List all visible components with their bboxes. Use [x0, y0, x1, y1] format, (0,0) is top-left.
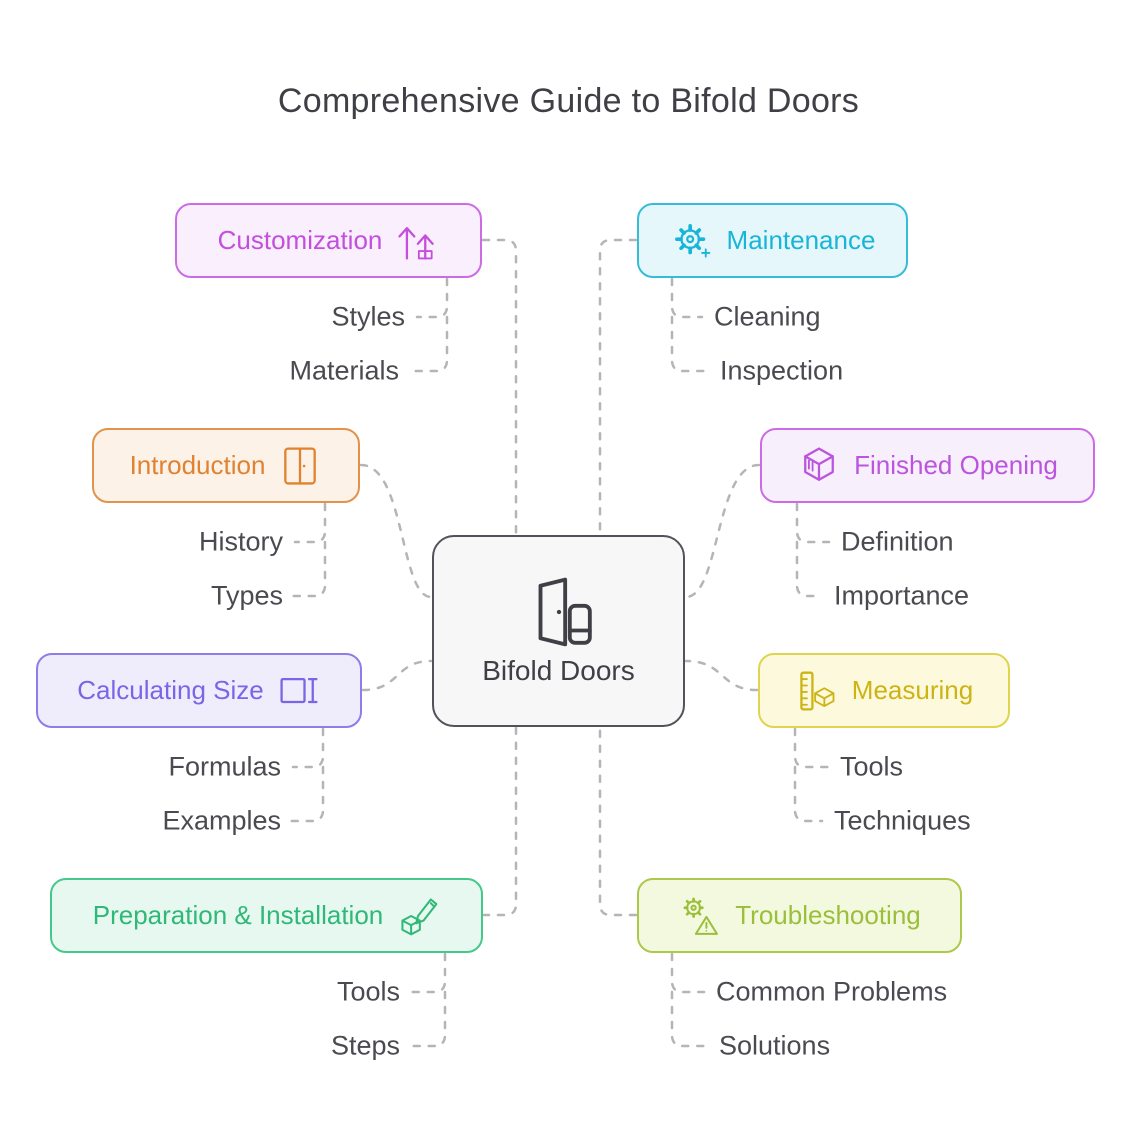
connector-maintenance	[598, 238, 638, 538]
connector-calculating-size	[361, 659, 433, 692]
node-introduction-label: Introduction	[129, 450, 266, 480]
subtopic-styles[interactable]: Styles	[331, 301, 405, 332]
gear-warning-icon	[678, 894, 722, 938]
connector-introduction	[359, 463, 433, 599]
node-bifold-doors[interactable]: Bifold Doors	[432, 535, 685, 727]
box-pencil-icon	[396, 894, 440, 938]
raise-height-arrows-icon	[395, 219, 439, 263]
node-preparation-installation[interactable]: Preparation & Installation	[50, 878, 483, 953]
subtopic-definition[interactable]: Definition	[841, 526, 954, 557]
door-icon	[278, 444, 322, 488]
subtopic-history[interactable]: History	[198, 526, 283, 557]
node-maintenance[interactable]: Maintenance	[637, 203, 908, 278]
subtopic-formulas[interactable]: Formulas	[168, 751, 281, 782]
bifold-door-icon	[522, 575, 596, 649]
center-node-label: Bifold Doors	[482, 655, 635, 686]
node-finished-opening-label: Finished Opening	[854, 450, 1058, 480]
subtopic-common-problems[interactable]: Common Problems	[716, 976, 948, 1007]
node-troubleshooting[interactable]: Troubleshooting	[637, 878, 962, 953]
subtopic-cleaning[interactable]: Cleaning	[714, 301, 821, 332]
node-introduction[interactable]: Introduction	[92, 428, 360, 503]
ruler-cube-icon	[795, 669, 839, 713]
subtopic-steps[interactable]: Steps	[330, 1030, 400, 1061]
subtopic-types[interactable]: Types	[210, 580, 283, 611]
node-measuring-label: Measuring	[851, 675, 974, 705]
node-maintenance-label: Maintenance	[726, 225, 876, 255]
subtopic-tools-measuring[interactable]: Tools	[840, 751, 904, 782]
node-customization-label: Customization	[217, 225, 383, 255]
subtopic-inspection[interactable]: Inspection	[720, 355, 844, 386]
subtopic-solutions[interactable]: Solutions	[719, 1030, 831, 1061]
gear-icon	[670, 219, 714, 263]
node-preparation-installation-label: Preparation & Installation	[92, 900, 384, 930]
connector-preparation	[481, 726, 518, 917]
node-measuring[interactable]: Measuring	[758, 653, 1010, 728]
subtopic-materials[interactable]: Materials	[289, 355, 399, 386]
subtopic-tools-preparation[interactable]: Tools	[336, 976, 400, 1007]
node-customization[interactable]: Customization	[175, 203, 482, 278]
connector-troubleshooting	[598, 726, 638, 917]
subtopic-importance[interactable]: Importance	[834, 580, 970, 611]
connector-measuring	[684, 659, 759, 692]
subtopic-techniques[interactable]: Techniques	[834, 805, 971, 836]
connector-finished-opening	[684, 463, 761, 599]
subtopic-examples[interactable]: Examples	[162, 805, 281, 836]
node-calculating-size[interactable]: Calculating Size	[36, 653, 362, 728]
measure-square-icon	[277, 669, 321, 713]
page-title: Comprehensive Guide to Bifold Doors	[277, 82, 860, 120]
cube-icon	[797, 444, 841, 488]
node-calculating-size-label: Calculating Size	[77, 675, 264, 705]
connector-customization	[481, 238, 518, 538]
node-troubleshooting-label: Troubleshooting	[735, 900, 921, 930]
node-finished-opening[interactable]: Finished Opening	[760, 428, 1095, 503]
